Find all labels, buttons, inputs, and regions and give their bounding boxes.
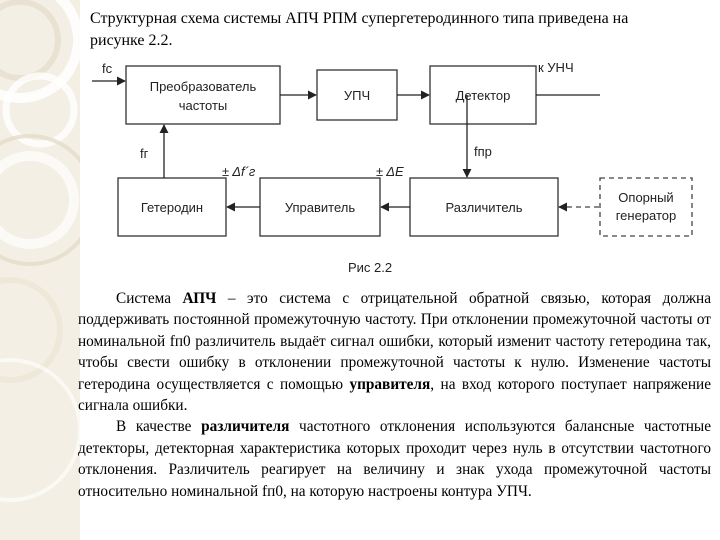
detector-label: Детектор [456, 88, 511, 103]
if-amp-label: УПЧ [344, 88, 370, 103]
reference-label-1: Опорный [618, 190, 673, 205]
figure-caption: Рис 2.2 [348, 260, 392, 275]
header-line-2: рисунке 2.2. [90, 32, 173, 49]
heterodyne-block [117, 177, 227, 237]
paragraph-apch: Система АПЧ – это система с отрицательно… [78, 288, 711, 416]
block-diagram: Преобразователь частоты УПЧ Детектор Гет… [92, 60, 693, 275]
delta-f-label: ± Δf´г [222, 164, 256, 179]
bold-term: различителя [201, 418, 290, 436]
discriminator-block [409, 177, 559, 237]
converter-block [125, 65, 281, 125]
text-run: В качестве [116, 418, 202, 436]
controller-label: Управитель [285, 200, 356, 215]
bold-term: управителя [349, 375, 431, 393]
text-run: Система [116, 290, 183, 307]
header-line-1: Структурная схема системы АПЧ РПМ суперг… [90, 10, 629, 27]
to-unch-label: к УНЧ [538, 60, 574, 75]
heterodyne-label: Гетеродин [141, 200, 203, 215]
controller-block [259, 177, 381, 237]
body-text: Система АПЧ – это система с отрицательно… [78, 288, 711, 502]
text-run: частотного отклонения используются балан… [78, 418, 712, 500]
if-amp-block [316, 69, 398, 121]
text-run: – это система с отрицательной обратной с… [78, 290, 711, 393]
paragraph-discriminator: В качестве различителя частотного отклон… [78, 416, 711, 502]
reference-label-2: генератор [616, 208, 677, 223]
delta-e-label: ± ΔE [376, 164, 404, 179]
fg-label: fг [140, 146, 149, 161]
fpr-label: fпр [474, 144, 492, 159]
reference-generator-block [599, 177, 693, 237]
converter-label-2: частоты [179, 98, 228, 113]
header-text: Структурная схема системы АПЧ РПМ суперг… [90, 8, 710, 52]
text-run: , на вход которого поступает напряжение … [78, 375, 711, 415]
decorative-circles [0, 0, 80, 502]
discriminator-label: Различитель [446, 200, 523, 215]
converter-label-1: Преобразователь [150, 79, 257, 94]
decorative-sidebar [0, 0, 80, 540]
fc-label: fc [102, 61, 113, 76]
bold-term: АПЧ [182, 290, 217, 307]
